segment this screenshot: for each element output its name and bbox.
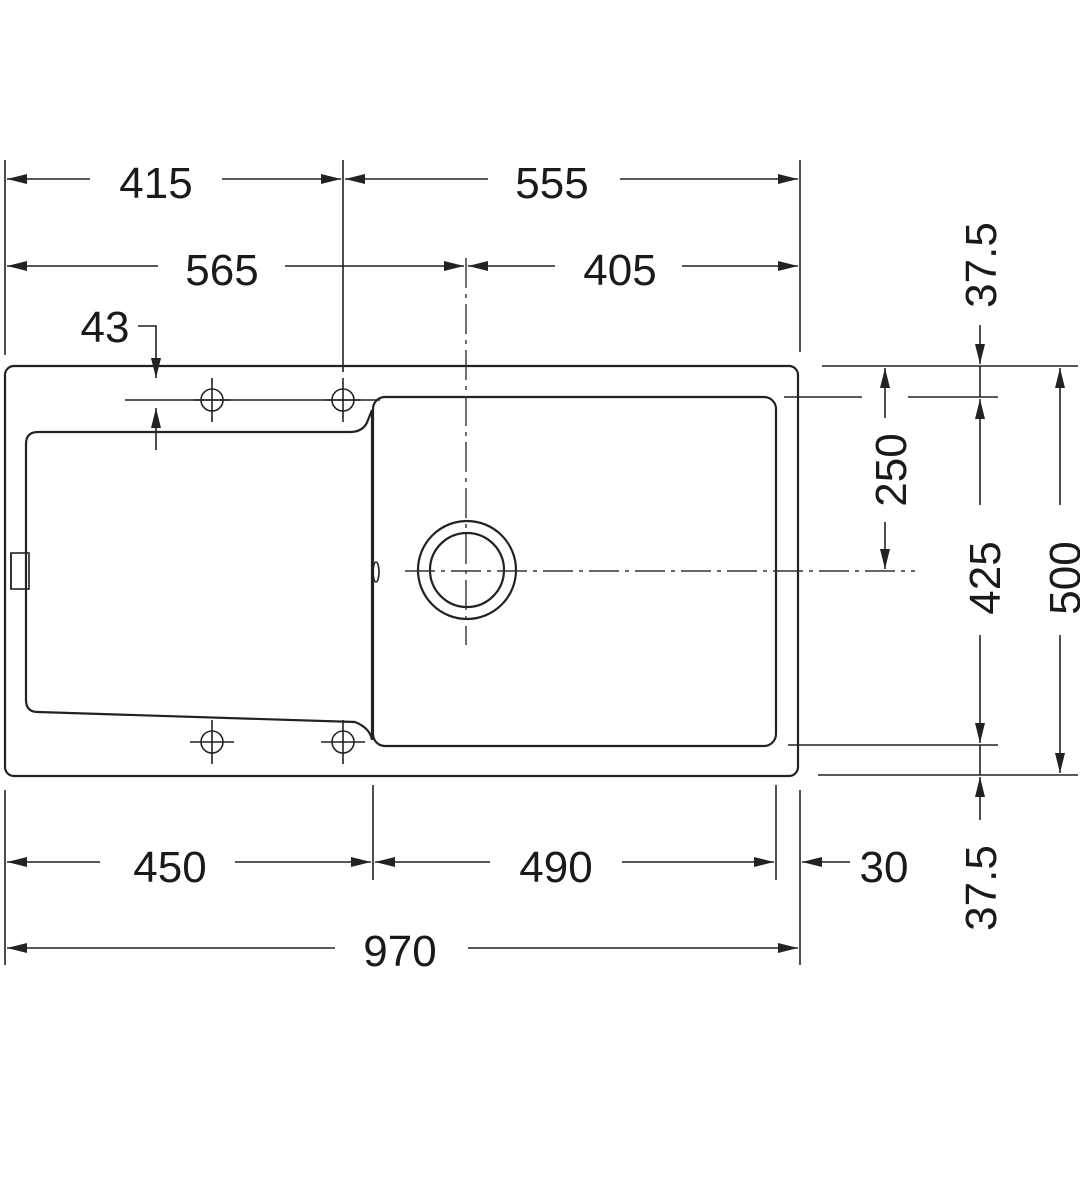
fixing-point-4 [321, 720, 365, 764]
dim-405-label: 405 [583, 246, 656, 295]
dimension-565: 565 [7, 246, 464, 295]
dim-250-label: 250 [867, 433, 916, 506]
sink-body [3, 364, 800, 778]
dim-30-label: 30 [860, 843, 909, 892]
dim-43-label: 43 [81, 303, 130, 352]
dimension-415: 415 [7, 159, 341, 208]
dim-500-label: 500 [1041, 541, 1080, 614]
center-lines [125, 258, 915, 645]
dim-970-label: 970 [363, 927, 436, 976]
drain-flap [372, 561, 380, 583]
dimension-37-5-bottom: 37.5 [957, 745, 1006, 931]
dimension-405: 405 [468, 246, 798, 295]
dim-37-5-bottom-label: 37.5 [957, 845, 1006, 931]
dim-490-label: 490 [519, 843, 592, 892]
dimension-490: 490 [375, 843, 774, 892]
fixing-point-3 [190, 720, 234, 764]
drain-outer-ring [416, 519, 518, 621]
dimension-43: 43 [81, 303, 170, 450]
dim-450-label: 450 [133, 843, 206, 892]
dimension-37-5-top: 37.5 [957, 222, 1006, 397]
dimension-970: 970 [7, 927, 798, 976]
dim-555-label: 555 [515, 159, 588, 208]
dimension-30: 30 [802, 843, 908, 892]
dim-415-label: 415 [119, 159, 192, 208]
dimension-250: 250 [867, 368, 916, 569]
tap-hole-1 [194, 378, 230, 422]
dim-425-label: 425 [961, 541, 1010, 614]
drain-inner-ring [428, 531, 506, 609]
dimension-425: 425 [961, 399, 1010, 743]
drain [416, 519, 518, 621]
dim-37-5-top-label: 37.5 [957, 222, 1006, 308]
tap-hole-2 [325, 378, 361, 422]
extension-lines [4, 160, 1078, 965]
drainer-area [24, 409, 374, 741]
dimension-555: 555 [345, 159, 798, 208]
dimension-450: 450 [7, 843, 371, 892]
dim-565-label: 565 [185, 246, 258, 295]
dimension-500: 500 [1041, 368, 1080, 773]
